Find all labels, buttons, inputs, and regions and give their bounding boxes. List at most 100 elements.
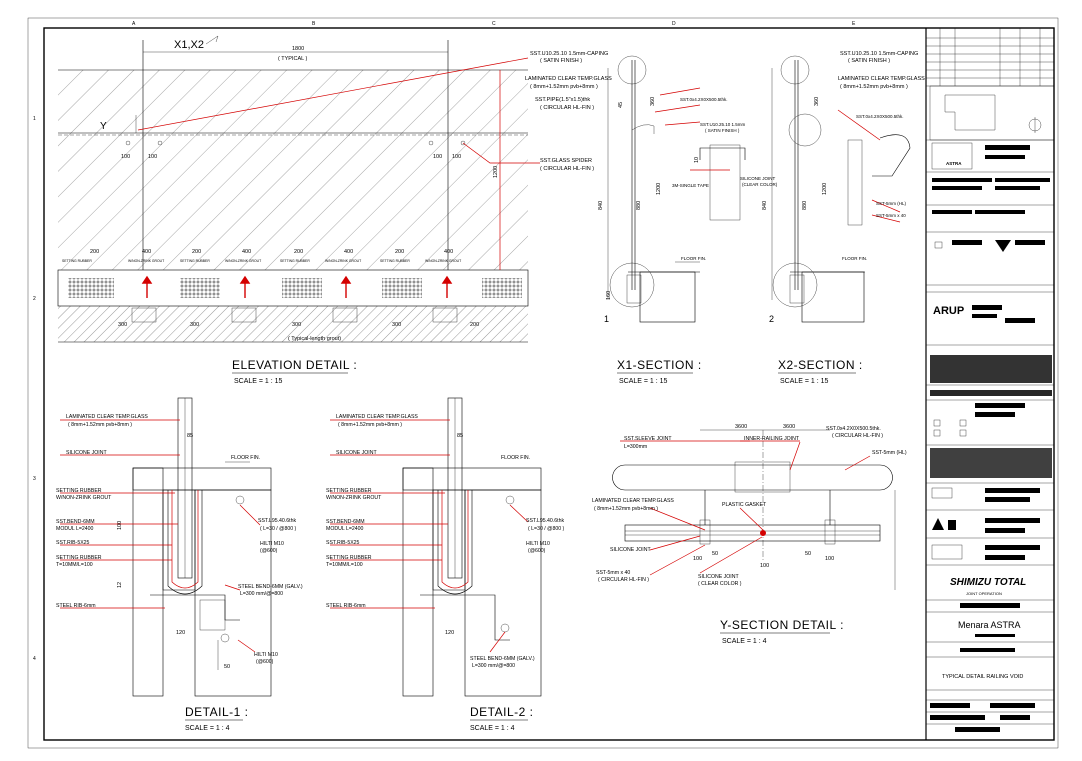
d1-hilti-b2: (@600) (256, 659, 274, 665)
ys-glass: LAMINATED CLEAR TEMP.GLASS (592, 498, 674, 504)
ys-pipe: SST.0x4.2X0X500.5thk. (826, 426, 881, 432)
d1-sst-l2: ( L=30 / @800 ) (260, 526, 297, 532)
section-mark: X1,X2 (174, 39, 204, 51)
x1-tape: 3M-SINGLE TAPE (672, 183, 709, 188)
d2-rib: SST.RIB-5X25 (326, 540, 360, 546)
x1-sil: SILICONE JOINT (740, 176, 776, 181)
d2-dim-120: 120 (445, 630, 454, 636)
dim-100-c: 100 (433, 154, 442, 160)
d1-sst-l: SST.L95.40.6thk (258, 518, 296, 524)
d2-module: MODUL L=2400 (326, 526, 364, 532)
dim-top: 1800 (292, 46, 304, 52)
d1-scale: SCALE = 1 : 4 (185, 725, 230, 732)
ys-dim-1: 100 (693, 556, 702, 562)
d1-glass: LAMINATED CLEAR TEMP.GLASS (66, 414, 148, 420)
strip-label-8: W/NON-ZRINK GROUT (425, 259, 461, 263)
callout-glass2: ( 8mm+1.52mm pvb+8mm ) (530, 84, 598, 90)
x1-dim-880: 880 (636, 201, 642, 210)
x1-pipe: SST.0x4.2X0X500.5thk. (680, 97, 728, 102)
d2-steel-bend2: L=300 mm/@=800 (472, 663, 515, 669)
ys-dim-right: 3600 (783, 424, 795, 430)
x1-dim-360: 360 (650, 97, 656, 106)
elevation-detail: 1800 ( TYPICAL ) X1,X2 Y 100 100 100 100 (57, 35, 540, 343)
x1-scale: SCALE = 1 : 15 (619, 378, 668, 385)
elevation-strip (57, 269, 529, 343)
callout-satin: ( SATIN FINISH ) (540, 58, 582, 64)
x1-title: X1-SECTION : (617, 358, 702, 372)
strip-label-1: SETTING RUBBER (62, 259, 92, 263)
ys-dim-3: 100 (760, 563, 769, 569)
x2-title: X2-SECTION : (778, 358, 863, 372)
d1-sil: SILICONE JOINT (66, 450, 107, 456)
bottom-dim-3: 300 (292, 322, 301, 328)
strip-label-3: SETTING RUBBER (180, 259, 210, 263)
d2-steel-bend: STEEL BEND-6MM (GALV.) (470, 656, 535, 662)
callout-spider2: ( CIRCULAR HL-FIN ) (540, 166, 594, 172)
ys-sleeve: SST.SLEEVE JOINT (624, 436, 672, 442)
callout-hl: ( CIRCULAR HL-FIN ) (540, 105, 594, 111)
strip-dim-8: 400 (444, 249, 453, 255)
d2-glass2: ( 8mm+1.52mm pvb+8mm ) (338, 422, 402, 428)
bottom-dim-4: 300 (392, 322, 401, 328)
d1-glass2: ( 8mm+1.52mm pvb+8mm ) (68, 422, 132, 428)
grid-ref-b: B (312, 21, 316, 27)
d2-sst-l: SST.L95.40.6thk (526, 518, 564, 524)
x2-callout-caping: SST.U10.25.10 1.5mm-CAPING (840, 51, 918, 57)
strip-dim-4: 400 (242, 249, 251, 255)
x2-circle-num: 2 (769, 314, 774, 324)
d1-dim-12: 12 (117, 582, 123, 588)
bottom-note: ( Typical-length grout) (288, 336, 341, 342)
strip-label-6: W/NON-ZRINK GROUT (325, 259, 361, 263)
grid-num-1: 1 (33, 116, 36, 122)
ys-title: Y-SECTION DETAIL : (720, 618, 844, 632)
y-mark: Y (100, 121, 107, 132)
bottom-dim-1: 300 (118, 322, 127, 328)
ys-dim-2: 50 (712, 551, 718, 557)
grid-num-3: 3 (33, 476, 36, 482)
detail-2 (330, 397, 542, 697)
d1-title: DETAIL-1 : (185, 705, 248, 719)
elevation-title: ELEVATION DETAIL : (232, 358, 357, 372)
grid-num-4: 4 (33, 656, 36, 662)
d2-hilti: HILTI M10 (526, 541, 550, 547)
x2-dim-1200: 1200 (822, 183, 828, 195)
contractor-sub: JOINT OPERATION (966, 591, 1002, 596)
x2-section: FLOOR FIN. 840 1200 360 880 SST.0x4.2X0X… (762, 55, 911, 324)
d2-grout: W/NON-ZRINK GROUT (326, 495, 382, 501)
ys-sleeve2: L=300mm (624, 444, 647, 450)
x2-callout-satin: ( SATIN FINISH ) (848, 58, 890, 64)
x1-dim-160: 160 (606, 291, 612, 300)
bottom-dim-5: 200 (470, 322, 479, 328)
strip-dim-7: 200 (395, 249, 404, 255)
callout-glass: LAMINATED CLEAR TEMP.GLASS (525, 76, 612, 82)
elevation-scale: SCALE = 1 : 15 (234, 378, 283, 385)
strip-label-4: W/NON-ZRINK GROUT (225, 259, 261, 263)
elev-dim-1200: 1200 (493, 166, 499, 178)
d2-dim-85: 85 (457, 433, 463, 439)
ys-dim-4: 50 (805, 551, 811, 557)
ys-rod: SST-5mm x 40 (596, 570, 630, 576)
x2-dim-840: 840 (762, 201, 768, 210)
d1-dim-120: 120 (176, 630, 185, 636)
ys-inner: INNER-RAILING JOINT (744, 436, 800, 442)
x1-dim-45: 45 (618, 102, 624, 108)
x2-scale: SCALE = 1 : 15 (780, 378, 829, 385)
inner-border (43, 27, 1055, 741)
x2-pipe: SST.0x4.2X0X500.5thk. (856, 114, 904, 119)
dim-100-b: 100 (148, 154, 157, 160)
border-grid-refs: A B C D E 1 2 3 4 (33, 21, 856, 662)
strip-dim-2: 400 (142, 249, 151, 255)
d2-setting: SETTING RUBBER (326, 488, 372, 494)
strip-dim-1: 200 (90, 249, 99, 255)
strip-label-2: W/NON-ZRINK GROUT (128, 259, 164, 263)
ys-scale: SCALE = 1 : 4 (722, 638, 767, 645)
strip-label-7: SETTING RUBBER (380, 259, 410, 263)
x2-plate: SST-5mm (HL) (876, 201, 907, 206)
grid-ref-e: E (852, 21, 856, 27)
d1-dim-100: 100 (117, 521, 123, 530)
x2-rod: SST-5mm x 40 (876, 213, 906, 218)
grid-ref-d: D (672, 21, 676, 27)
x2-callout-glass: LAMINATED CLEAR TEMP.GLASS (838, 76, 925, 82)
y-section-detail: 3600 3600 100 50 100 50 100 (612, 424, 896, 590)
x2-dim-360: 360 (814, 97, 820, 106)
